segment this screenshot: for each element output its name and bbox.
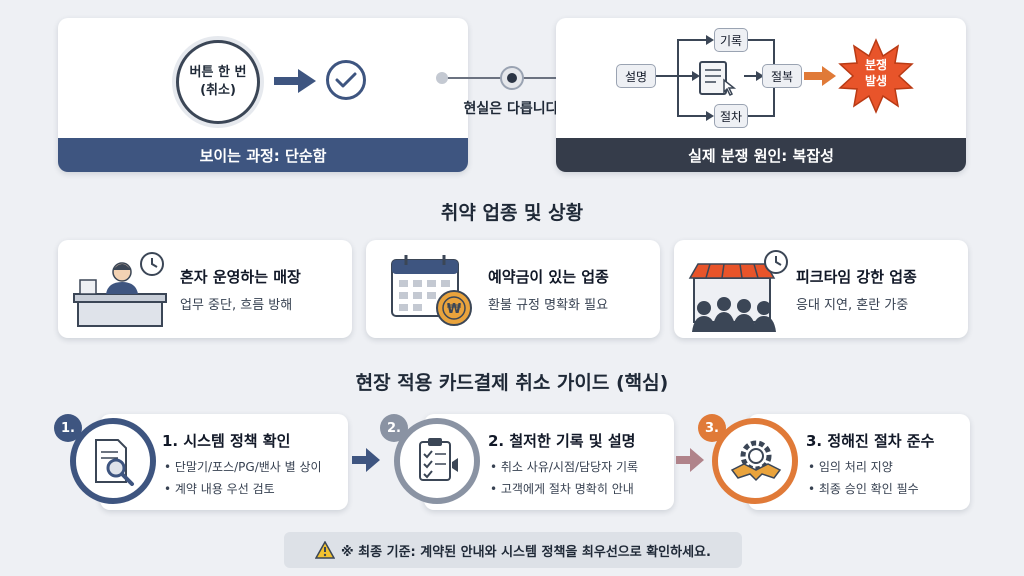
situation-title: 혼자 운영하는 매장: [180, 268, 301, 286]
document-pointer-icon: [699, 61, 737, 97]
situation-desc: 응대 지연, 혼란 가중: [796, 298, 909, 313]
calendar-coin-icon: ₩: [391, 255, 472, 326]
step-arrow-icon: [676, 448, 704, 472]
situation-card-deposit: ₩ 예약금이 있는 업종 환불 규정 명확화 필요: [366, 240, 660, 338]
situation-card-solo-store: 혼자 운영하는 매장 업무 중단, 흐름 방해: [58, 240, 352, 338]
dispute-burst-text: 분쟁 발생: [864, 58, 888, 88]
document-search-icon: [95, 439, 134, 486]
node-procedure: 절차: [714, 104, 748, 128]
situation-title: 피크타임 강한 업종: [796, 268, 917, 286]
guide-step-bullet: • 최종 승인 확인 필수: [808, 482, 919, 496]
dispute-cause-card: 설명 기록 절차 절복 분쟁 발생 실제 분쟁 원인: 복잡성: [556, 18, 966, 172]
warning-icon: [315, 541, 336, 559]
node-explain: 설명: [616, 64, 656, 88]
guide-step-bullet: • 계약 내용 우선 검토: [164, 482, 275, 496]
guide-step-bullet: • 고객에게 절차 명확히 안내: [490, 482, 634, 496]
guide-step-2-badge: 2.: [380, 414, 408, 442]
crowded-store-icon: [688, 250, 788, 332]
guide-section-title: 현장 적용 카드결제 취소 가이드 (핵심): [355, 372, 669, 394]
guide-step-3-badge: 3.: [698, 414, 726, 442]
svg-text:₩: ₩: [447, 302, 462, 317]
final-note-text: ※ 최종 기준: 계약된 안내와 시스템 정책을 최우선으로 확인하세요.: [341, 544, 711, 560]
situation-title: 예약금이 있는 업종: [488, 268, 609, 286]
solo-worker-icon: [73, 252, 167, 327]
node-complex: 절복: [762, 64, 802, 88]
final-note-box: ※ 최종 기준: 계약된 안내와 시스템 정책을 최우선으로 확인하세요.: [284, 532, 742, 568]
node-record: 기록: [714, 28, 748, 52]
clipboard-check-icon: [419, 438, 458, 481]
cancel-button-text: 버튼 한 번 (취소): [189, 65, 247, 98]
gear-handshake-icon: [730, 440, 782, 482]
simple-process-card: 버튼 한 번 (취소) 보이는 과정: 단순함: [58, 18, 468, 172]
guide-step-bullet: • 취소 사유/시점/담당자 기록: [490, 460, 639, 474]
cancel-button-circle: 버튼 한 번 (취소): [176, 40, 260, 124]
simple-process-label: 보이는 과정: 단순함: [199, 146, 327, 165]
guide-step-title: 3. 정해진 절차 준수: [806, 432, 935, 450]
guide-step-bullet: • 임의 처리 지양: [808, 460, 893, 474]
step-arrow-icon: [352, 448, 380, 472]
guide-step-2-ring: [394, 418, 480, 504]
guide-step-bullet: • 단말기/포스/PG/밴사 별 상이: [164, 460, 322, 474]
arrow-right-icon: [274, 69, 316, 93]
guide-step-3-ring: [712, 418, 798, 504]
check-icon: [326, 60, 366, 100]
situation-card-peak-time: 피크타임 강한 업종 응대 지연, 혼란 가중: [674, 240, 968, 338]
dispute-cause-bar: 실제 분쟁 원인: 복잡성: [556, 138, 966, 172]
vulnerable-section-title: 취약 업종 및 상황: [440, 202, 584, 224]
situation-desc: 업무 중단, 흐름 방해: [180, 298, 293, 313]
guide-step-1-badge: 1.: [54, 414, 82, 442]
situation-desc: 환불 규정 명확화 필요: [488, 298, 609, 313]
reality-label: 현실은 다릅니다: [463, 101, 559, 117]
dispute-burst-icon: [838, 38, 914, 114]
guide-step-1-ring: [70, 418, 156, 504]
reality-connector: [436, 66, 584, 90]
guide-step-title: 1. 시스템 정책 확인: [162, 432, 291, 450]
dispute-cause-label: 실제 분쟁 원인: 복잡성: [688, 146, 834, 165]
guide-step-title: 2. 철저한 기록 및 설명: [488, 432, 636, 450]
simple-process-bar: 보이는 과정: 단순함: [58, 138, 468, 172]
